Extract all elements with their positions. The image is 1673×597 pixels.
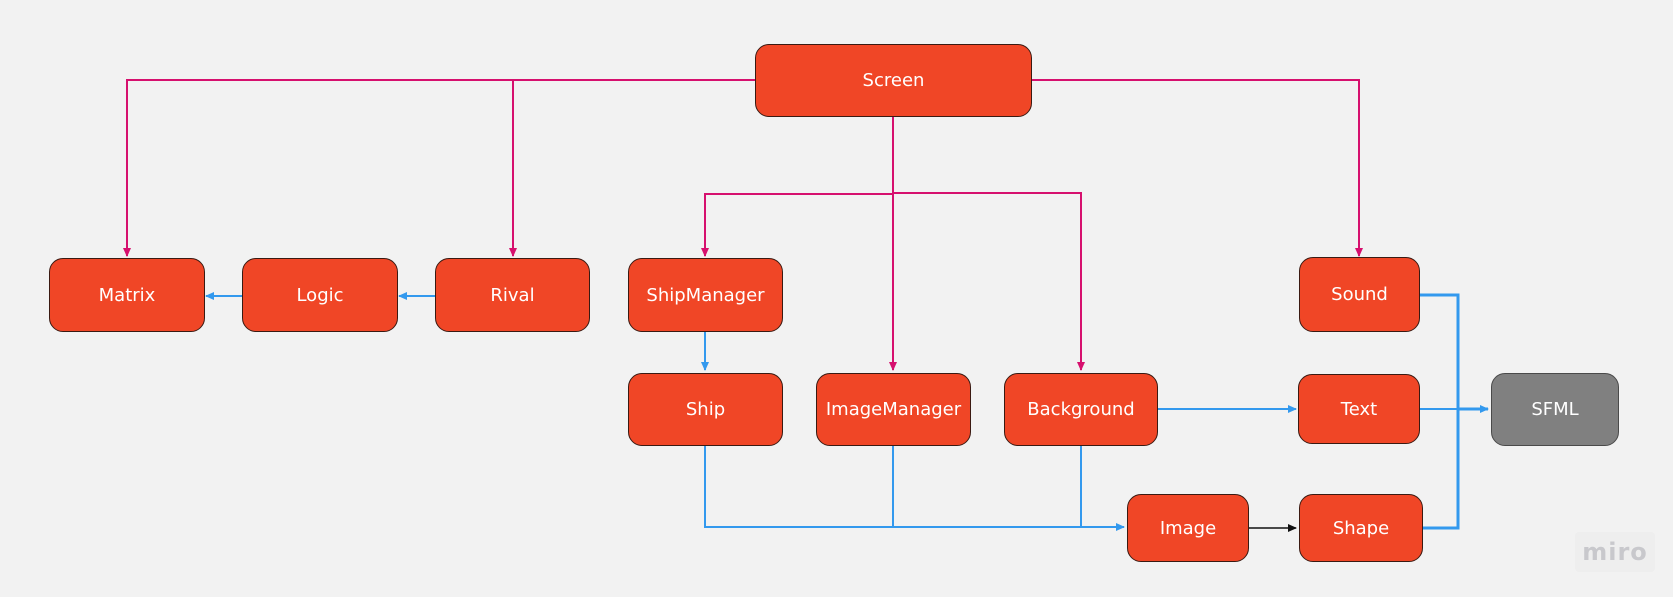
node-sfml[interactable]: SFML xyxy=(1491,373,1619,446)
node-shape-label: Shape xyxy=(1332,517,1390,539)
edge-screen-matrix xyxy=(123,79,755,257)
node-sound[interactable]: Sound xyxy=(1299,257,1420,332)
node-rival-label: Rival xyxy=(490,284,535,306)
miro-watermark: miro xyxy=(1575,532,1655,572)
node-screen[interactable]: Screen xyxy=(755,44,1032,117)
edge-screen-background xyxy=(893,192,1085,371)
node-shape[interactable]: Shape xyxy=(1299,494,1423,562)
miro-watermark-text: miro xyxy=(1582,538,1648,566)
node-ship[interactable]: Ship xyxy=(628,373,783,446)
node-sfml-label: SFML xyxy=(1531,399,1579,420)
edge-screen-shipmanager xyxy=(701,193,893,257)
node-imagemanager[interactable]: ImageManager xyxy=(816,373,971,446)
node-sound-label: Sound xyxy=(1331,284,1388,305)
node-background[interactable]: Background xyxy=(1004,373,1158,446)
edge-ship-image xyxy=(704,446,1125,531)
node-matrix[interactable]: Matrix xyxy=(49,258,205,332)
node-image-label: Image xyxy=(1159,517,1217,539)
node-shipmanager[interactable]: ShipManager xyxy=(628,258,783,332)
node-screen-label: Screen xyxy=(862,70,925,91)
node-shipmanager-label: ShipManager xyxy=(646,284,765,306)
node-logic[interactable]: Logic xyxy=(242,258,398,332)
node-ship-label: Ship xyxy=(685,399,726,420)
node-logic-label: Logic xyxy=(296,284,344,306)
edge-sound-sfml xyxy=(1420,293,1488,411)
node-text[interactable]: Text xyxy=(1298,374,1420,444)
node-background-label: Background xyxy=(1027,399,1135,420)
node-matrix-label: Matrix xyxy=(98,284,156,306)
node-image[interactable]: Image xyxy=(1127,494,1249,562)
edge-screen-sound xyxy=(1031,79,1363,257)
node-rival[interactable]: Rival xyxy=(435,258,590,332)
edge-shape-sfml xyxy=(1423,409,1460,530)
node-text-label: Text xyxy=(1340,398,1378,420)
node-imagemanager-label: ImageManager xyxy=(825,399,962,420)
